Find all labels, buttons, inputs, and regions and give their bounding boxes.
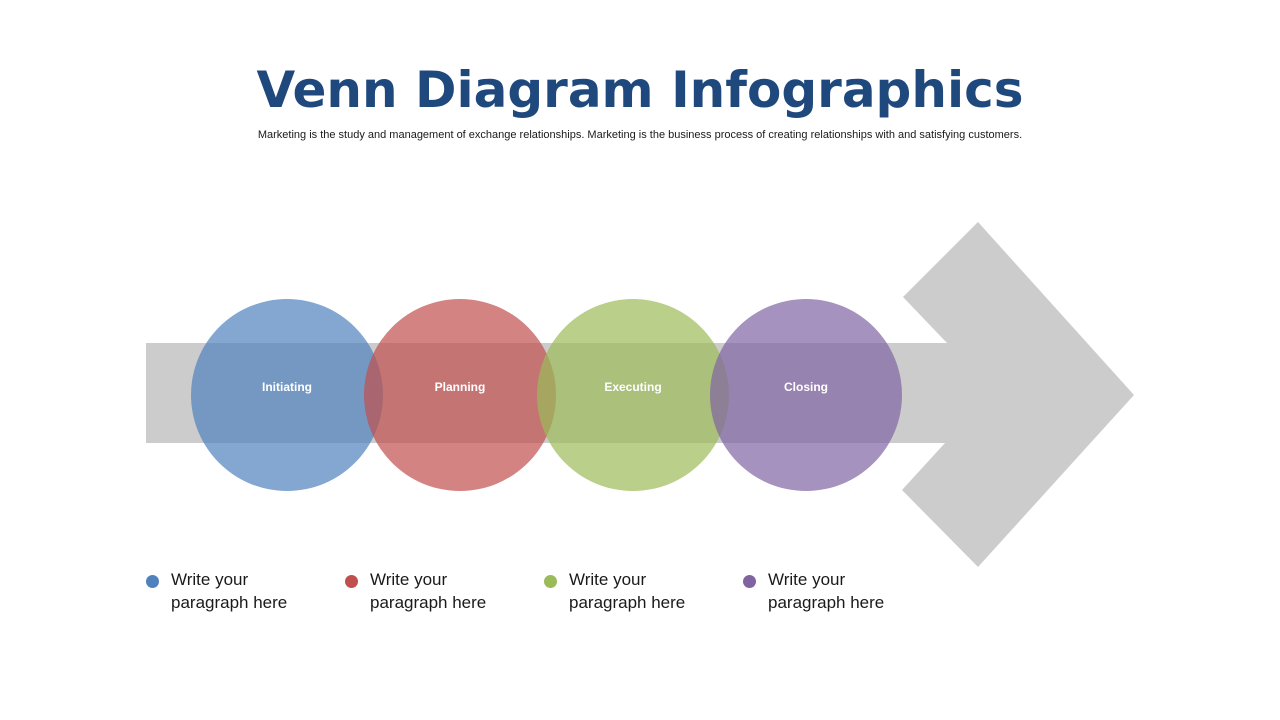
circle-bullet-icon: [743, 575, 756, 588]
circle-label-closing: Closing: [784, 380, 828, 394]
circle-executing: [537, 299, 729, 491]
legend-text-line1: Write your: [569, 570, 647, 589]
legend-text-line1: Write your: [171, 570, 249, 589]
legend-text-line1: Write your: [370, 570, 448, 589]
page-title: Venn Diagram Infographics: [256, 61, 1024, 119]
legend-text-line2: paragraph here: [768, 593, 885, 612]
legend-text: Write your paragraph here: [569, 568, 739, 614]
legend-text-line2: paragraph here: [370, 593, 487, 612]
legend-text: Write your paragraph here: [370, 568, 540, 614]
legend-text: Write your paragraph here: [171, 568, 341, 614]
circle-initiating: [191, 299, 383, 491]
legend-text-line2: paragraph here: [569, 593, 686, 612]
circle-label-executing: Executing: [604, 380, 661, 394]
circle-labels: Initiating Planning Executing Closing: [262, 380, 828, 394]
page-subtitle: Marketing is the study and management of…: [257, 129, 1023, 141]
venn-circles: [191, 299, 902, 491]
circle-label-initiating: Initiating: [262, 380, 312, 394]
circle-label-planning: Planning: [435, 380, 486, 394]
circle-closing: [710, 299, 902, 491]
circle-bullet-icon: [544, 575, 557, 588]
circle-planning: [364, 299, 556, 491]
circle-bullet-icon: [146, 575, 159, 588]
legend-text-line1: Write your: [768, 570, 846, 589]
circle-bullet-icon: [345, 575, 358, 588]
legend-text: Write your paragraph here: [768, 568, 938, 614]
legend-text-line2: paragraph here: [171, 593, 288, 612]
